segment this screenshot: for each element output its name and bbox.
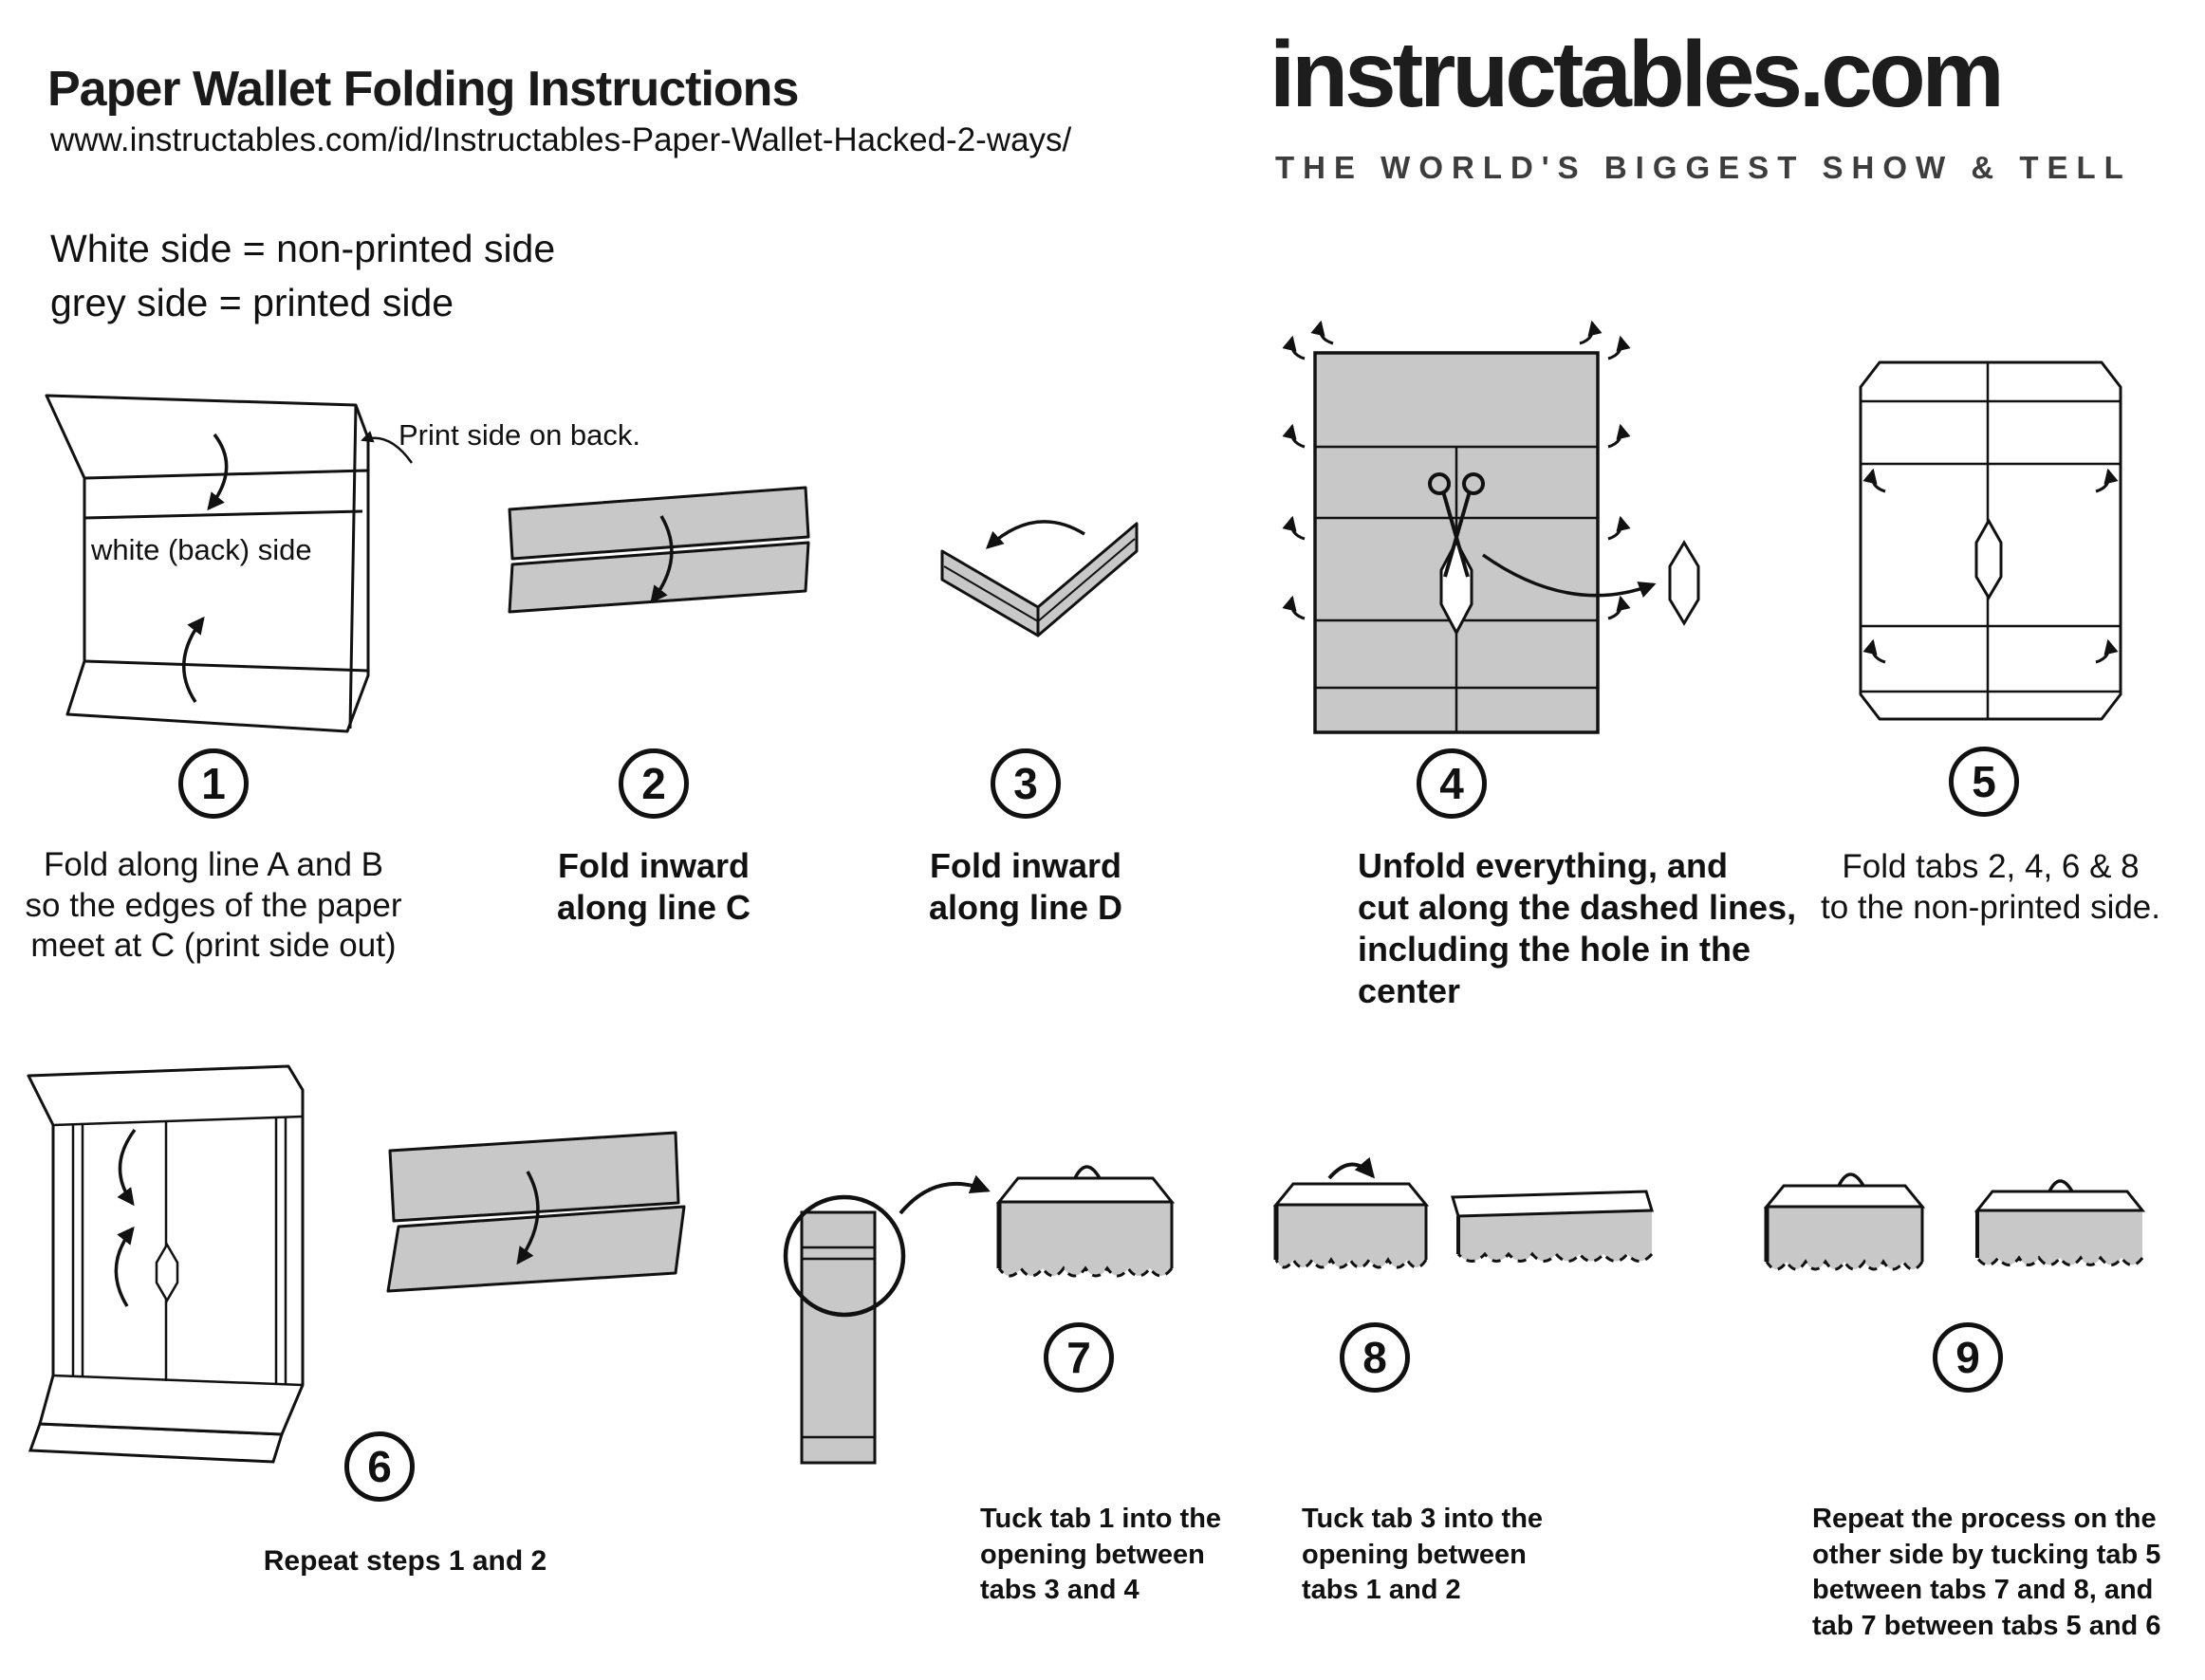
step-2-caption: Fold inward along line C: [556, 846, 750, 927]
step-7-badge: 7: [1044, 1322, 1114, 1393]
tab-loop-icon: [1837, 1172, 1865, 1187]
torn-edge: [1765, 1259, 1924, 1271]
step-6-badge: 6: [344, 1431, 415, 1502]
center-hole: [1974, 517, 2003, 600]
annotation-arrow-icon: [361, 431, 414, 464]
fold-arrow-icon: [182, 616, 205, 703]
step-9-caption: Repeat the process on the other side by …: [1812, 1504, 2161, 1642]
step-4-diagram: [1257, 332, 1700, 734]
step-7-caption: Tuck tab 1 into the opening between tabs…: [980, 1504, 1222, 1606]
box-front: [1276, 1205, 1426, 1267]
step-8-diagram: [1272, 1156, 1654, 1269]
step-2-badge: 2: [619, 748, 689, 819]
step-4-caption: Unfold everything, and cut along the das…: [1358, 846, 1797, 1010]
torn-edge: [997, 1265, 1174, 1278]
box-front: [999, 1202, 1172, 1276]
tuck-arrow-icon: [1327, 1156, 1376, 1180]
print-side-annotation: Print side on back.: [398, 418, 641, 452]
wallet-box-right: [1973, 1179, 2146, 1266]
box-front: [1458, 1210, 1652, 1262]
box-top: [1272, 1182, 1430, 1207]
step-3-caption: Fold inward along line D: [928, 846, 1122, 927]
wallet-box: [995, 1165, 1176, 1278]
folded-strip: [386, 1131, 686, 1293]
step-9-badge: 9: [1933, 1322, 2003, 1393]
zoom-arrow-icon: [899, 1174, 991, 1215]
step-1-diagram: white (back) side: [45, 394, 414, 733]
step-5-caption: Fold tabs 2, 4, 6 & 8 to the non-printed…: [1820, 848, 2160, 926]
scissors-icon: [1428, 472, 1485, 578]
box-top: [1973, 1190, 2146, 1212]
step-1-caption: Fold along line A and B so the edges of …: [25, 846, 402, 965]
cut-piece-arrow-icon: [1481, 553, 1657, 599]
torn-edge: [1274, 1257, 1428, 1269]
step-5-badge: 5: [1949, 747, 2019, 817]
step-3-diagram: [940, 520, 1139, 637]
fold-arrow-icon: [114, 1226, 135, 1307]
step-5-diagram: [1859, 360, 2122, 721]
legend-text: White side = non-printed side grey side …: [50, 227, 556, 324]
torn-edge: [1975, 1255, 2144, 1266]
folded-strip: [508, 486, 810, 614]
step-2-diagram: [508, 486, 810, 614]
box-top: [1451, 1190, 1654, 1218]
brand-logo: instructables.com: [1269, 22, 2005, 126]
page-title: Paper Wallet Folding Instructions: [47, 62, 799, 117]
box-front: [1767, 1207, 1922, 1269]
white-side-label: white (back) side: [90, 533, 312, 566]
magnifier-icon: [783, 1194, 906, 1318]
tab-loop-icon: [1073, 1165, 1102, 1179]
fold-arrow-icon: [985, 520, 1085, 549]
center-hole: [155, 1242, 179, 1303]
paper-sheet: [45, 394, 370, 733]
step-8-caption: Tuck tab 3 into the opening between tabs…: [1302, 1504, 1544, 1606]
step-3-badge: 3: [991, 748, 1061, 819]
wallet-box-left: [1763, 1172, 1926, 1271]
v-fold: [940, 522, 1139, 637]
step-6-diagram-a: [27, 1064, 305, 1464]
box-top: [995, 1176, 1176, 1204]
step-6-diagram-b: [386, 1131, 686, 1293]
strip-edges: [802, 1246, 875, 1439]
torn-edge: [1456, 1251, 1654, 1263]
step-6-caption: Repeat steps 1 and 2: [263, 1545, 547, 1577]
step-1-badge: 1: [178, 748, 249, 819]
step-4-badge: 4: [1417, 748, 1487, 819]
fold-arrow-icon: [650, 515, 674, 604]
fold-arrow-icon: [117, 1128, 137, 1207]
step-7-diagram: [783, 1165, 1176, 1465]
layer-edge: [1037, 538, 1136, 622]
wallet-box-left: [1272, 1156, 1430, 1269]
brand-tagline: THE WORLD'S BIGGEST SHOW & TELL: [1275, 150, 2132, 185]
tab-loop-icon: [2048, 1179, 2074, 1192]
page-url: www.instructables.com/id/Instructables-P…: [50, 121, 1072, 158]
box-front: [1977, 1210, 2142, 1265]
step-9-diagram: [1763, 1172, 2146, 1271]
wallet-box-right: [1451, 1190, 1654, 1263]
cut-out-piece: [1668, 540, 1700, 626]
folded-wallet-side: [800, 1210, 877, 1465]
layer-edge: [943, 565, 1039, 622]
fold-arrow-icon: [207, 433, 229, 511]
box-top: [1763, 1184, 1926, 1209]
step-8-badge: 8: [1340, 1322, 1410, 1393]
fold-arrow-icon: [516, 1171, 540, 1265]
